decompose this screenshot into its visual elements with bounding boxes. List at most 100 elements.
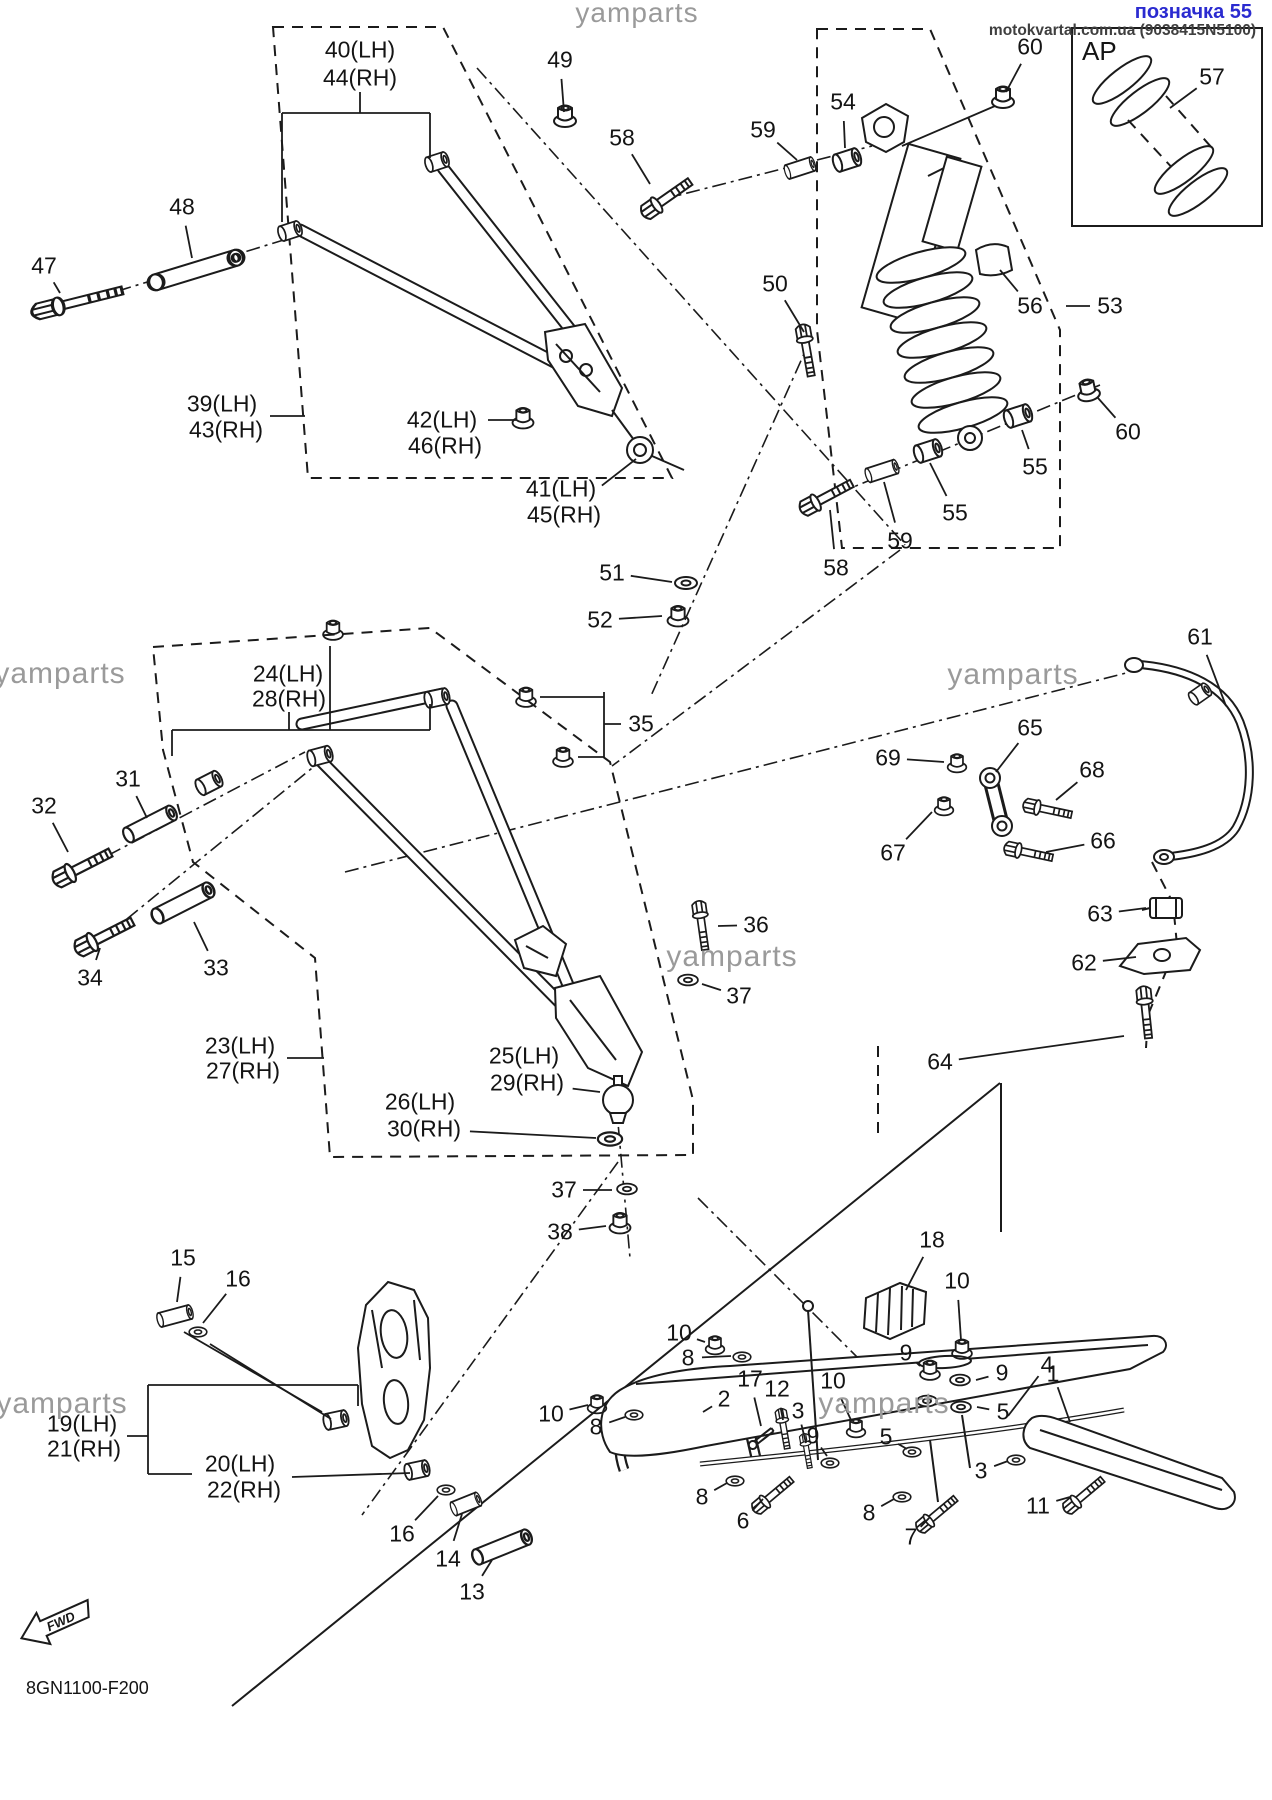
part-label-4: 4 bbox=[1040, 1351, 1054, 1378]
part-label-47: 47 bbox=[31, 252, 57, 279]
part-label-10: 10 bbox=[944, 1267, 970, 1294]
leader-line bbox=[993, 1460, 1009, 1467]
leader-line bbox=[1005, 63, 1022, 93]
leader-line bbox=[995, 742, 1020, 773]
sway-bar-clamp-63 bbox=[1141, 897, 1183, 919]
leader-line bbox=[829, 509, 835, 550]
part-label-66: 66 bbox=[1090, 827, 1116, 854]
part-label-29-RH-: 29(RH) bbox=[489, 1069, 565, 1096]
part-label-18: 18 bbox=[919, 1226, 945, 1253]
part-label-38: 38 bbox=[547, 1218, 573, 1245]
part-label-3: 3 bbox=[974, 1457, 988, 1484]
part-label-8: 8 bbox=[681, 1344, 695, 1371]
part-label-15: 15 bbox=[170, 1244, 196, 1271]
part-label-12: 12 bbox=[764, 1375, 790, 1402]
leader-line bbox=[905, 811, 933, 840]
part-label-69: 69 bbox=[875, 744, 901, 771]
leader-line bbox=[696, 1338, 706, 1343]
part-label-9: 9 bbox=[806, 1422, 820, 1449]
leader-line bbox=[560, 78, 565, 113]
leader-line bbox=[1118, 907, 1147, 913]
leader-line bbox=[569, 1404, 589, 1411]
part-label-30-RH-: 30(RH) bbox=[386, 1115, 462, 1142]
part-label-39-LH-: 39(LH) bbox=[186, 390, 258, 417]
leader-line bbox=[618, 615, 663, 620]
watermark: yamparts bbox=[666, 940, 798, 973]
leader-line bbox=[713, 1482, 728, 1491]
part-label-7: 7 bbox=[904, 1523, 918, 1550]
leader-line bbox=[481, 1559, 493, 1577]
leader-line bbox=[957, 1299, 962, 1341]
ski-body-4 bbox=[600, 1334, 1167, 1457]
part-label-9: 9 bbox=[995, 1359, 1009, 1386]
part-label-67: 67 bbox=[880, 839, 906, 866]
shock-absorber bbox=[860, 102, 1014, 451]
part-label-55: 55 bbox=[1022, 453, 1048, 480]
leader-line bbox=[701, 1355, 732, 1359]
part-label-25-LH-: 25(LH) bbox=[488, 1042, 560, 1069]
part-label-8: 8 bbox=[862, 1499, 876, 1526]
part-label-50: 50 bbox=[762, 270, 788, 297]
part-label-53: 53 bbox=[1097, 292, 1123, 319]
part-label-60: 60 bbox=[1017, 33, 1043, 60]
part-label-14: 14 bbox=[435, 1545, 461, 1572]
part-label-24-LH-: 24(LH) bbox=[252, 660, 324, 687]
leader-line bbox=[753, 1397, 762, 1427]
leader-line bbox=[800, 1424, 807, 1444]
part-label-31: 31 bbox=[115, 765, 141, 792]
part-label-36: 36 bbox=[743, 911, 769, 938]
part-label-46-RH-: 46(RH) bbox=[407, 432, 483, 459]
part-label-59: 59 bbox=[887, 527, 913, 554]
part-label-61: 61 bbox=[1187, 623, 1213, 650]
part-label-2: 2 bbox=[717, 1385, 731, 1412]
leader-line bbox=[842, 120, 846, 149]
part-label-62: 62 bbox=[1071, 949, 1097, 976]
ski-1 bbox=[1022, 1414, 1236, 1510]
part-label-58: 58 bbox=[823, 554, 849, 581]
watermark: yamparts bbox=[575, 0, 699, 28]
watermark: yamparts bbox=[0, 1387, 128, 1420]
leader-line bbox=[717, 924, 738, 927]
part-label-9: 9 bbox=[899, 1339, 913, 1366]
leader-line bbox=[883, 481, 896, 523]
part-label-64: 64 bbox=[927, 1048, 953, 1075]
sway-bar bbox=[1124, 657, 1254, 865]
part-label-65: 65 bbox=[1017, 714, 1043, 741]
part-label-26-LH-: 26(LH) bbox=[384, 1088, 456, 1115]
part-label-54: 54 bbox=[830, 88, 856, 115]
leader-line bbox=[958, 1035, 1125, 1061]
leader-line bbox=[897, 1443, 908, 1450]
leader-line bbox=[469, 1130, 597, 1139]
leader-line bbox=[820, 1446, 828, 1457]
part-label-5: 5 bbox=[879, 1423, 893, 1450]
leader-line bbox=[919, 1516, 931, 1528]
leader-line bbox=[1102, 956, 1137, 962]
part-label-51: 51 bbox=[599, 559, 625, 586]
drawing-code: 8GN1100-F200 bbox=[26, 1678, 149, 1698]
part-label-34: 34 bbox=[77, 964, 103, 991]
ap-inset-box: AP bbox=[1071, 27, 1263, 227]
leader-line bbox=[1056, 1386, 1071, 1423]
part-label-17: 17 bbox=[737, 1365, 763, 1392]
part-label-27-RH-: 27(RH) bbox=[205, 1057, 281, 1084]
leader-line bbox=[1097, 397, 1117, 419]
leader-line bbox=[880, 1498, 895, 1507]
spindle-bracket bbox=[356, 1280, 432, 1460]
connector-line bbox=[901, 105, 996, 147]
part-label-56: 56 bbox=[1017, 292, 1043, 319]
sway-bar-bracket-62 bbox=[1118, 936, 1202, 976]
part-label-13: 13 bbox=[459, 1578, 485, 1605]
leader-line bbox=[1007, 1375, 1040, 1417]
leader-line bbox=[779, 1407, 784, 1421]
leader-line bbox=[1021, 429, 1030, 450]
connector-line bbox=[209, 1343, 332, 1420]
part-label-60: 60 bbox=[1115, 418, 1141, 445]
part-label-58: 58 bbox=[609, 124, 635, 151]
part-label-16: 16 bbox=[389, 1520, 415, 1547]
leader-line bbox=[1055, 781, 1078, 801]
leader-line bbox=[1045, 843, 1085, 853]
leader-line bbox=[51, 822, 69, 853]
leader-line bbox=[1205, 654, 1227, 707]
watermark: yamparts bbox=[818, 1387, 950, 1420]
